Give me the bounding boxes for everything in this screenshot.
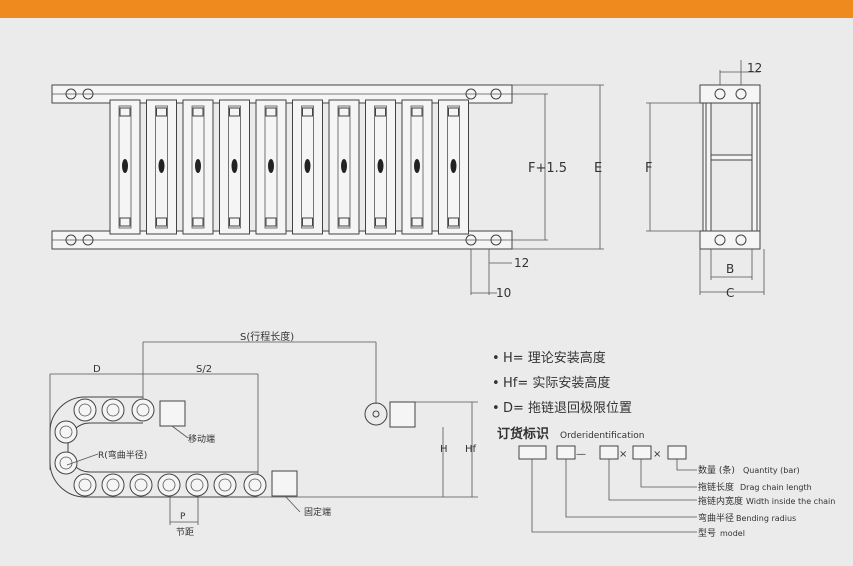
chain-link: [401, 99, 433, 235]
chain-roller: [129, 473, 153, 497]
chain-roller: [54, 420, 78, 444]
dim-h: H: [440, 444, 448, 455]
box-radius: [556, 445, 576, 460]
box-model: [518, 445, 547, 460]
dim-e: E: [594, 161, 602, 176]
box-length: [632, 445, 652, 460]
order-label-radius-en: Bending radius: [736, 514, 796, 523]
installation-diagram: S(行程长度) D S/2 移动端 R(弯曲半径) 固定端: [49, 330, 478, 538]
chain-link: [438, 99, 469, 235]
chain-roller: [54, 451, 78, 475]
order-label-width-cn: 拖链内宽度: [698, 495, 743, 507]
chain-roller: [213, 473, 237, 497]
order-label-quantity-en: Quantity (bar): [743, 466, 800, 475]
legend-item-d: D= 拖链退回极限位置: [503, 401, 632, 416]
fixed-end-box: [271, 470, 298, 497]
chain-link: [219, 99, 250, 235]
dim-12-side: 12: [747, 61, 762, 75]
side-view-drawing: 12 F B C: [645, 60, 765, 300]
label-pitch: 节距: [176, 527, 194, 538]
chain-link: [255, 99, 287, 235]
dim-12-top: 12: [514, 256, 529, 270]
order-label-model-en: model: [720, 529, 745, 538]
chain-roller: [101, 473, 125, 497]
dim-c: C: [726, 286, 734, 300]
dim-d: D: [93, 364, 101, 375]
sep-x-1: ×: [619, 449, 627, 460]
dim-s: S(行程长度): [240, 330, 294, 343]
order-title-cn: 订货标识: [497, 426, 549, 442]
dim-b: B: [726, 262, 734, 276]
chain-link: [328, 99, 360, 235]
chain-link: [292, 99, 323, 235]
mount-holes: [65, 88, 502, 246]
moving-end-box: [159, 400, 186, 427]
dim-10: 10: [496, 286, 511, 300]
chain-roller: [101, 398, 125, 422]
legend-bullet: •: [492, 376, 500, 391]
legend-item-hf: Hf= 实际安装高度: [503, 375, 610, 391]
chain-roller: [73, 473, 97, 497]
chain-roller: [243, 473, 267, 497]
dim-f: F: [645, 161, 652, 176]
chain-link: [146, 99, 177, 235]
order-label-width-en: Width inside the chain: [746, 497, 835, 506]
label-fixed: 固定端: [304, 506, 331, 518]
order-label-length-en: Drag chain length: [740, 483, 812, 492]
chain-link: [365, 99, 396, 235]
chain-links: [109, 99, 469, 235]
chain-link: [109, 99, 141, 235]
order-label-length-cn: 拖链长度: [698, 481, 734, 493]
sep-x-2: ×: [653, 449, 661, 460]
legend: H= 理论安装高度 Hf= 实际安装高度 D= 拖链退回极限位置 • • •: [492, 350, 632, 416]
chain-roller: [185, 473, 209, 497]
order-label-radius-cn: 弯曲半径: [698, 512, 734, 524]
chain-link: [182, 99, 214, 235]
box-width: [599, 445, 619, 460]
chain-roller: [73, 398, 97, 422]
dim-s2: S/2: [196, 364, 212, 375]
order-label-quantity-cn: 数量 (条): [698, 464, 735, 476]
dim-f-plus: F+1.5: [528, 161, 567, 176]
legend-bullet: •: [492, 351, 500, 366]
top-view-drawing: F+1.5 E 12 10: [51, 84, 604, 300]
dim-p: P: [180, 512, 186, 522]
legend-item-h: H= 理论安装高度: [503, 350, 606, 366]
label-moving: 移动端: [188, 433, 215, 445]
order-title-en: Orderidentification: [560, 431, 644, 441]
dim-hf: Hf: [465, 444, 477, 455]
chain-rollers: [54, 398, 267, 497]
chain-roller: [157, 473, 181, 497]
chain-roller: [131, 398, 155, 422]
sep-dash: —: [576, 449, 586, 460]
top-accent-bar: [0, 0, 853, 18]
legend-bullet: •: [492, 401, 500, 416]
order-label-model-cn: 型号: [698, 528, 716, 539]
label-radius: R(弯曲半径): [98, 449, 147, 461]
order-identification: 订货标识 Orderidentification — × × 数量 (条) Qu…: [497, 426, 835, 539]
box-quantity: [667, 445, 687, 460]
